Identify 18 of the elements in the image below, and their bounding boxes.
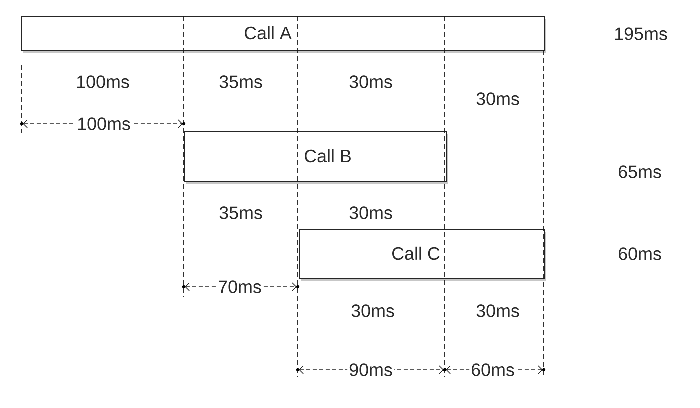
- dimension-label: 90ms: [348, 362, 394, 378]
- duration-label: 30ms: [476, 304, 520, 318]
- duration-label: 35ms: [220, 206, 262, 220]
- dimension-label: 70ms: [216, 279, 264, 295]
- total-duration-label: 60ms: [618, 248, 662, 260]
- duration-label: 35ms: [220, 76, 262, 88]
- duration-label: 30ms: [350, 76, 392, 88]
- dimension-label: 60ms: [470, 362, 516, 378]
- duration-label: 30ms: [476, 92, 520, 106]
- duration-label: 100ms: [77, 76, 130, 88]
- total-duration-label: 195ms: [615, 28, 668, 40]
- call-box: Call A: [21, 16, 546, 53]
- call-box: Call C: [299, 229, 546, 281]
- call-box: Call B: [184, 131, 448, 184]
- duration-label: 30ms: [350, 206, 392, 220]
- total-duration-label: 65ms: [618, 166, 662, 178]
- duration-label: 30ms: [352, 304, 394, 318]
- dimension-label: 100ms: [76, 116, 132, 132]
